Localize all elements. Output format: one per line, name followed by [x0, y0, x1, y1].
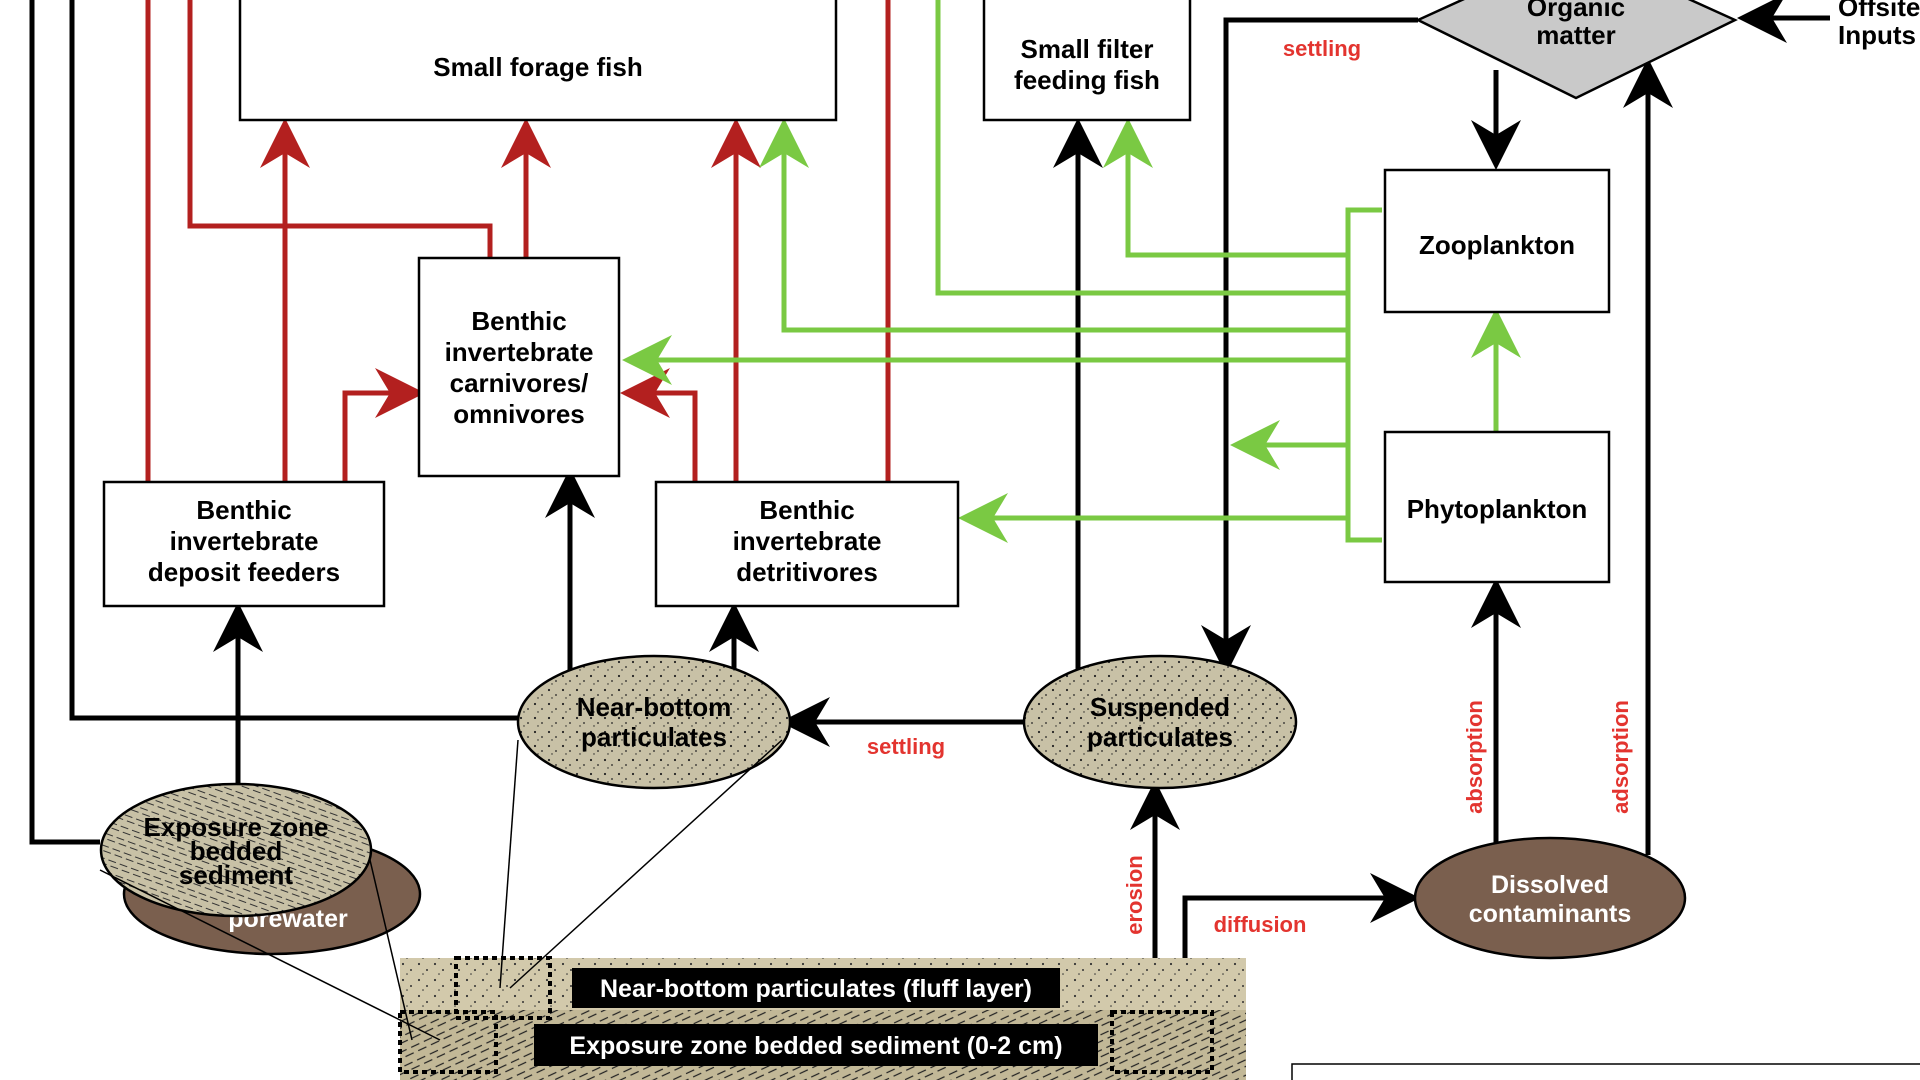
- flow-red-deposit-to-carnivores: [342, 368, 425, 482]
- benthic-carnivores-label-4: omnivores: [453, 399, 585, 429]
- benthic-deposit-feeders-node: Benthic invertebrate deposit feeders: [102, 480, 386, 608]
- flow-green-to-top: [935, 0, 1348, 296]
- suspended-particulates-node: Suspended particulates: [1022, 654, 1298, 790]
- small-filter-feeding-fish-label-2: feeding fish: [1014, 65, 1160, 95]
- exposure-zone-sediment-label-3: sediment: [179, 860, 293, 890]
- dissolved-contaminants-label-1: Dissolved: [1491, 871, 1609, 899]
- fluff-layer-label: Near-bottom particulates (fluff layer): [600, 975, 1032, 1003]
- offsite-inputs-label-2: Inputs: [1838, 20, 1916, 50]
- sediment-cross-section: Near-bottom particulates (fluff layer) E…: [99, 739, 1246, 1080]
- legend-box: [1291, 1063, 1920, 1080]
- organic-matter-node: Organic matter: [1415, 0, 1738, 100]
- benthic-carnivores-node: Benthic invertebrate carnivores/ omnivor…: [417, 256, 621, 478]
- near-bottom-particulates-label-2: particulates: [581, 722, 727, 752]
- adsorption-label: adsorption: [1608, 700, 1633, 814]
- zooplankton-label: Zooplankton: [1419, 230, 1575, 260]
- red-flows: [145, 0, 891, 482]
- benthic-carnivores-label-1: Benthic: [471, 306, 566, 336]
- exposure-zone-sediment-label-2: bedded: [190, 836, 282, 866]
- flow-red-detritivores-to-carnivores: [620, 368, 698, 482]
- process-labels: settling settling diffusion erosion abso…: [867, 36, 1633, 937]
- settling-label-top: settling: [1283, 36, 1361, 61]
- benthic-detritivores-label-2: invertebrate: [733, 526, 882, 556]
- green-flows: [622, 0, 1521, 543]
- small-filter-feeding-fish-node: Small filter feeding fish: [982, 0, 1192, 122]
- phytoplankton-node: Phytoplankton: [1383, 430, 1611, 584]
- small-forage-fish-label: Small forage fish: [433, 52, 643, 82]
- absorption-label: absorption: [1462, 700, 1487, 814]
- suspended-particulates-label-2: particulates: [1087, 722, 1233, 752]
- near-bottom-particulates-label-1: Near-bottom: [577, 692, 732, 722]
- flow-outer-left: [29, 0, 100, 845]
- small-forage-fish-node: Small forage fish: [238, 0, 838, 122]
- erosion-label: erosion: [1122, 855, 1147, 934]
- organic-matter-label-2: matter: [1536, 20, 1615, 50]
- flow-green-to-filterfish: [1103, 118, 1348, 258]
- benthic-carnivores-label-3: carnivores/: [450, 368, 589, 398]
- exposure-zone-sediment-node: Exposure zone bedded sediment: [99, 782, 373, 918]
- benthic-deposit-feeders-label-1: Benthic: [196, 495, 291, 525]
- dissolved-contaminants-node: Dissolved contaminants: [1413, 836, 1687, 960]
- suspended-particulates-label-1: Suspended: [1090, 692, 1230, 722]
- benthic-deposit-feeders-label-3: deposit feeders: [148, 557, 340, 587]
- near-bottom-particulates-node: Near-bottom particulates: [516, 654, 792, 790]
- offsite-inputs-label-1: Offsite: [1838, 0, 1920, 22]
- flow-organic-settling: [1201, 17, 1418, 675]
- settling-label-mid: settling: [867, 734, 945, 759]
- benthic-detritivores-node: Benthic invertebrate detritivores: [654, 480, 960, 608]
- flow-inner-left: [69, 0, 518, 721]
- organic-matter-label-1: Organic: [1527, 0, 1625, 22]
- flow-green-bus: [1345, 207, 1382, 543]
- benthic-detritivores-label-3: detritivores: [736, 557, 878, 587]
- offsite-inputs-label: Offsite Inputs: [1838, 0, 1920, 50]
- phytoplankton-label: Phytoplankton: [1407, 494, 1588, 524]
- zooplankton-node: Zooplankton: [1383, 168, 1611, 314]
- small-filter-feeding-fish-label-1: Small filter: [1021, 34, 1154, 64]
- flow-red-carnivore-left: [187, 0, 493, 258]
- exposure-zone-sediment-label-1: Exposure zone: [144, 812, 329, 842]
- dissolved-contaminants-label-2: contaminants: [1469, 900, 1632, 928]
- flow-green-to-forage: [759, 118, 1348, 333]
- bedded-layer-label: Exposure zone bedded sediment (0-2 cm): [569, 1032, 1062, 1060]
- benthic-deposit-feeders-label-2: invertebrate: [170, 526, 319, 556]
- benthic-detritivores-label-1: Benthic: [759, 495, 854, 525]
- diffusion-label: diffusion: [1214, 912, 1307, 937]
- benthic-carnivores-label-2: invertebrate: [445, 337, 594, 367]
